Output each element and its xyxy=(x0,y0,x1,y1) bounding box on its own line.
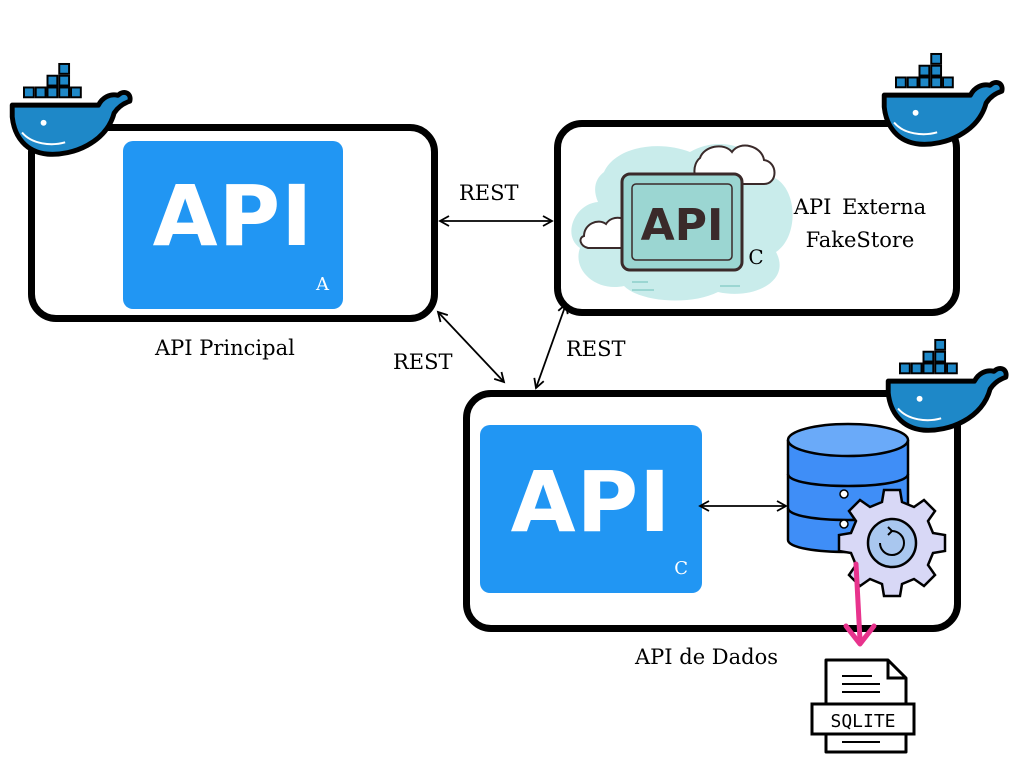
docker-icon-principal xyxy=(12,64,130,154)
docker-icon-dados xyxy=(888,340,1006,430)
gear-icon xyxy=(837,488,947,598)
arrow-externa-dados xyxy=(533,302,569,390)
rest-label-right: REST xyxy=(566,337,626,361)
sqlite-file-icon: SQLITE xyxy=(810,658,916,754)
api-dados-tile-text: API xyxy=(510,453,672,551)
arrow-principal-dados xyxy=(436,310,506,384)
api-externa-label-line1: API Externa xyxy=(793,195,927,219)
api-dados-sub: C xyxy=(674,558,688,579)
cloud-api-tile-text: API xyxy=(641,200,724,251)
api-principal-tile-text: API xyxy=(152,167,314,265)
api-principal-tile: API A xyxy=(123,141,343,309)
api-principal-sub: A xyxy=(316,274,329,295)
api-principal-box: API A xyxy=(28,124,438,322)
rest-label-top: REST xyxy=(459,181,519,205)
sqlite-label: SQLITE xyxy=(830,711,895,732)
api-principal-label: API Principal xyxy=(155,336,295,360)
api-dados-label: API de Dados xyxy=(635,645,779,669)
cloud-api-icon: API C xyxy=(571,143,793,301)
sqlite-arrow xyxy=(843,561,877,647)
docker-icon-externa xyxy=(884,54,1002,144)
api-dados-tile: API C xyxy=(480,425,702,593)
cloud-api-sub: C xyxy=(748,245,763,269)
api-externa-label-line2: FakeStore xyxy=(805,228,915,252)
